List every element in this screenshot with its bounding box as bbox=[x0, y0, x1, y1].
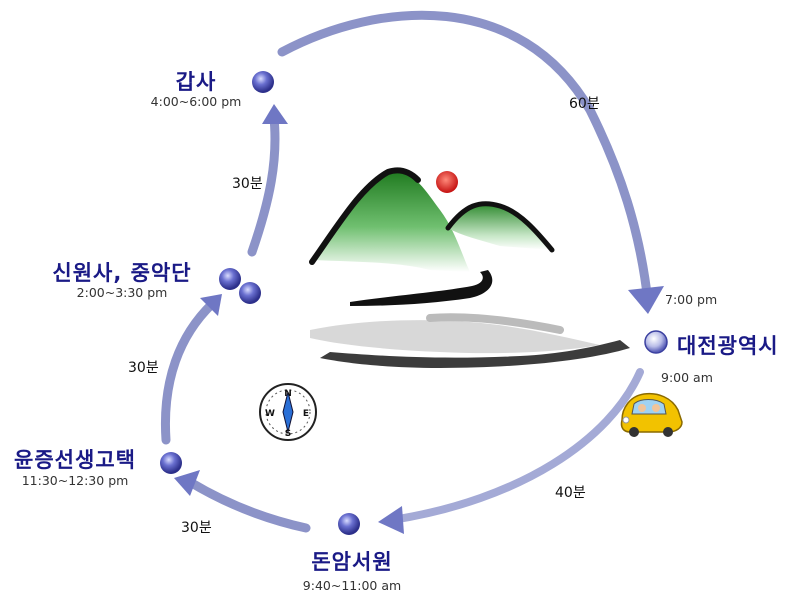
arrow-yunjeung-to-sinwonsa bbox=[160, 299, 217, 445]
node-gapsa bbox=[252, 71, 274, 93]
node-donam bbox=[338, 513, 360, 535]
stop-time-yunjeung: 11:30~12:30 pm bbox=[21, 473, 129, 488]
leg-time-donam-to-yunjeung: 30분 bbox=[181, 520, 212, 536]
arrow-gapsa-to-daejeon bbox=[277, 10, 653, 307]
arrow-daejeon-to-donam bbox=[388, 368, 644, 524]
compass-north-label: N bbox=[284, 389, 292, 399]
compass-south-label: S bbox=[285, 429, 291, 439]
leg-time-gapsa-to-daejeon: 60분 bbox=[569, 96, 600, 112]
compass-west-label: W bbox=[265, 409, 275, 419]
arrowhead-sinwonsa bbox=[200, 294, 222, 316]
stop-name-donamseowon: 돈암서원 bbox=[311, 550, 393, 574]
leg-time-daejeon-to-donam: 40분 bbox=[555, 485, 586, 501]
sun-icon bbox=[436, 171, 458, 193]
node-daejeon bbox=[644, 330, 668, 354]
arrowhead-yunjeung bbox=[174, 470, 200, 496]
node-yunjeung bbox=[160, 452, 182, 474]
stop-arrive-time-daejeon: 7:00 pm bbox=[665, 292, 718, 307]
leg-time-sinwonsa-to-gapsa: 30분 bbox=[232, 176, 263, 192]
stop-name-gapsa: 갑사 bbox=[175, 70, 217, 94]
node-sinwonsa-2 bbox=[239, 282, 261, 304]
node-sinwonsa-1 bbox=[219, 268, 241, 290]
arrow-donam-to-yunjeung bbox=[185, 477, 311, 533]
leg-time-yunjeung-to-sinwonsa: 30분 bbox=[128, 360, 159, 376]
compass-icon: N E S W bbox=[259, 383, 317, 441]
stop-time-donamseowon: 9:40~11:00 am bbox=[302, 578, 402, 593]
mountain-landscape-icon bbox=[309, 167, 630, 368]
arrowhead-donam bbox=[378, 506, 404, 534]
stop-name-sinwonsa: 신원사, 중악단 bbox=[52, 261, 192, 285]
arrowhead-gapsa bbox=[262, 104, 288, 124]
stop-time-gapsa: 4:00~6:00 pm bbox=[150, 94, 242, 109]
arrowhead-daejeon bbox=[628, 286, 664, 314]
stop-depart-time-daejeon: 9:00 am bbox=[661, 370, 713, 385]
car-icon bbox=[620, 392, 683, 437]
stop-name-daejeon: 대전광역시 bbox=[677, 334, 779, 358]
stop-time-sinwonsa: 2:00~3:30 pm bbox=[76, 285, 168, 300]
compass-east-label: E bbox=[303, 409, 309, 419]
arrow-sinwonsa-to-gapsa bbox=[247, 113, 280, 257]
stop-name-yunjeung: 윤증선생고택 bbox=[14, 448, 136, 472]
